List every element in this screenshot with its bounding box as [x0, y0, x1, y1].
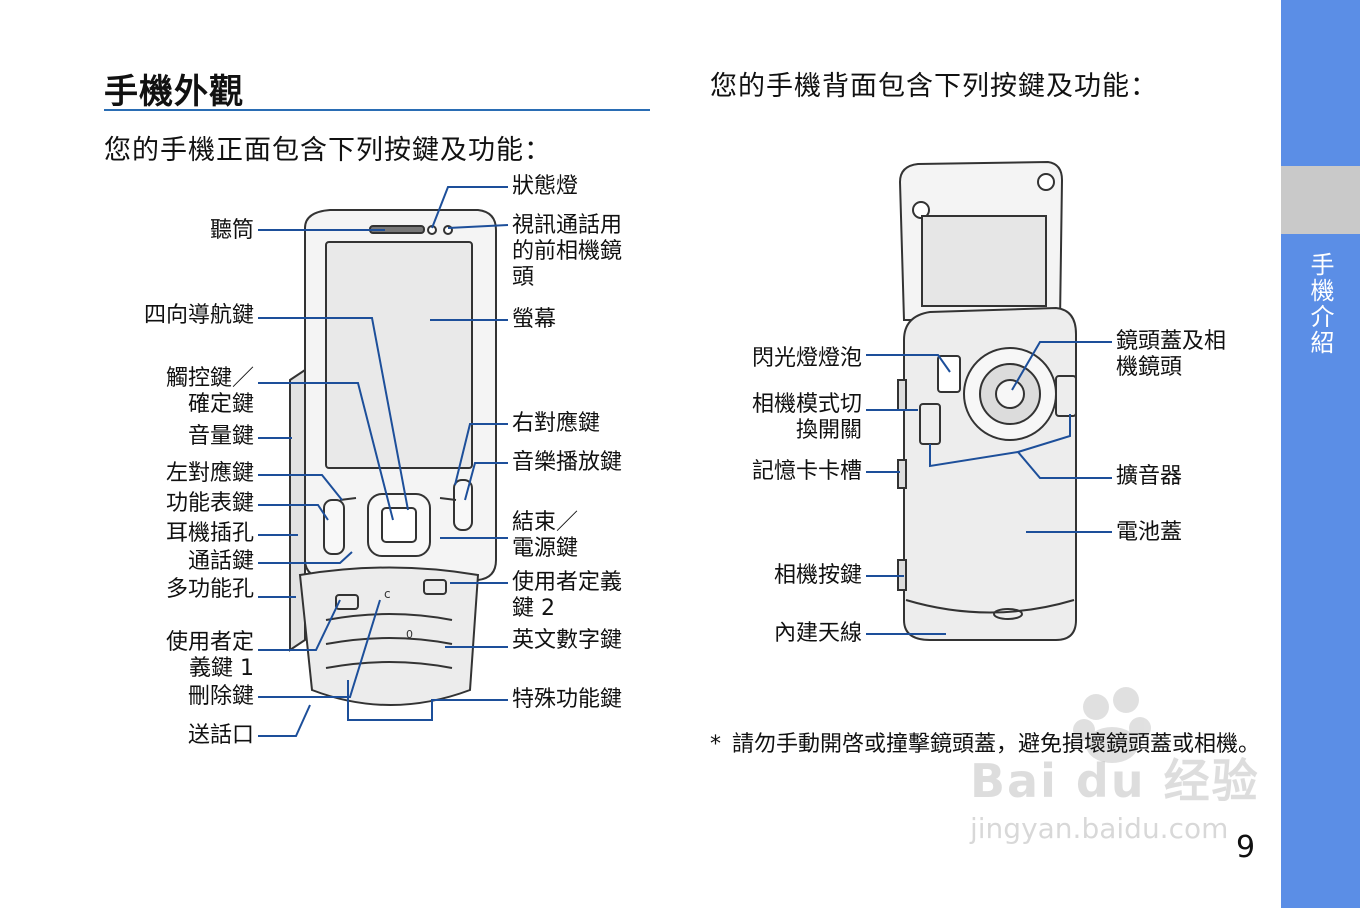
label-music-key: 音樂播放鍵	[512, 450, 623, 475]
label-nav-key: 四向導航鍵	[143, 303, 254, 328]
front-leader-lines	[258, 186, 509, 737]
back-leader-lines	[866, 341, 1112, 635]
watermark-brand: Bai du 经验	[970, 754, 1260, 808]
label-left-soft-key: 左對應鍵	[165, 461, 254, 486]
label-user-key-1: 使用者定 義鍵 1	[165, 630, 254, 681]
label-flash: 閃光燈燈泡	[751, 346, 862, 371]
label-screen: 螢幕	[512, 307, 557, 332]
back-phone-illustration	[897, 160, 1077, 641]
footnote-text: 請勿手動開啓或撞擊鏡頭蓋，避免損壞鏡頭蓋或相機。	[732, 732, 1261, 757]
watermark-logo	[1073, 687, 1151, 763]
label-headset-jack: 耳機插孔	[165, 521, 254, 546]
label-lens-cover: 鏡頭蓋及相 機鏡頭	[1116, 329, 1227, 380]
title-underline	[104, 109, 650, 111]
label-special-keys: 特殊功能鍵	[512, 687, 623, 712]
footnote: * 請勿手動開啓或撞擊鏡頭蓋，避免損壞鏡頭蓋或相機。	[710, 730, 1270, 760]
page-number: 9	[1236, 830, 1256, 865]
label-camera-switch: 相機模式切 換開關	[751, 392, 862, 443]
label-dial-key: 通話鍵	[187, 549, 254, 574]
label-battery-cover: 電池蓋	[1116, 520, 1183, 545]
chapter-label: 手機介紹	[1306, 252, 1334, 356]
back-intro: 您的手機背面包含下列按鍵及功能：	[710, 71, 1158, 102]
label-alnum-keys: 英文數字鍵	[512, 628, 623, 653]
chapter-sidebar-band	[1281, 166, 1360, 234]
label-user-key-2: 使用者定義 鍵 2	[512, 570, 623, 621]
label-volume-key: 音量鍵	[187, 424, 254, 449]
footnote-star: *	[710, 732, 721, 757]
label-speaker: 擴音器	[1116, 464, 1183, 489]
label-multi-jack: 多功能孔	[165, 577, 254, 602]
watermark-url: jingyan.baidu.com	[970, 812, 1229, 845]
svg-text:0: 0	[406, 628, 413, 641]
chapter-sidebar	[1281, 0, 1360, 908]
front-intro: 您的手機正面包含下列按鍵及功能：	[104, 135, 552, 166]
label-antenna: 內建天線	[773, 621, 862, 646]
label-mic: 送話口	[187, 723, 254, 748]
label-earpiece: 聽筒	[209, 218, 254, 243]
label-status-light: 狀態燈	[512, 174, 579, 199]
label-menu-key: 功能表鍵	[165, 491, 254, 516]
label-confirm-key: 觸控鍵／ 確定鍵	[165, 366, 254, 417]
label-camera-key: 相機按鍵	[773, 563, 862, 588]
svg-text:c: c	[384, 587, 391, 601]
label-end-key: 結束／ 電源鍵	[512, 510, 579, 561]
page-title: 手機外觀	[104, 72, 244, 112]
label-delete-key: 刪除鍵	[187, 684, 254, 709]
label-right-soft-key: 右對應鍵	[512, 411, 601, 436]
label-front-camera: 視訊通話用 的前相機鏡 頭	[512, 213, 623, 290]
front-phone-illustration: c 0	[289, 209, 497, 706]
label-card-slot: 記憶卡卡槽	[751, 459, 862, 484]
